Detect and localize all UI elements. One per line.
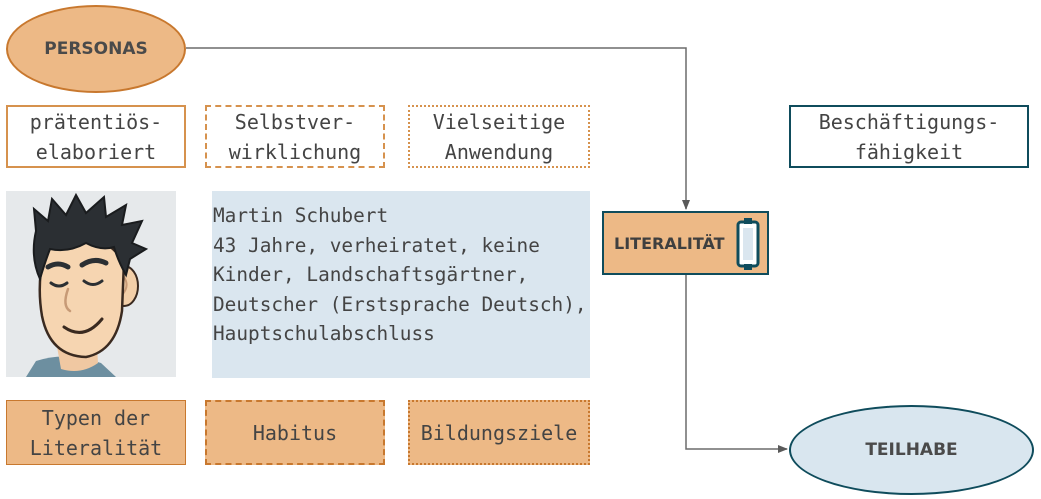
teilhabe-node: TEILHABE [789,405,1034,495]
box-line: prätentiös- [29,109,163,134]
box-label: Habitus [252,420,338,445]
literalitaet-node: LITERALITÄT [602,211,769,275]
personas-node: PERSONAS [6,5,186,93]
persona-detail-line: Deutscher (Erstsprache Deutsch), [213,292,587,316]
box-line: elaboriert [35,139,157,164]
teilhabe-label: TEILHABE [865,440,958,460]
man-face-icon [26,192,149,377]
personas-label: PERSONAS [44,39,148,59]
persona-description: Martin Schubert 43 Jahre, verheiratet, k… [212,191,590,378]
box-line: wirklichung [228,139,362,164]
box-selbstverwirklichung: Selbstver-wirklichung [205,105,385,168]
box-line: Literalität [29,435,163,460]
persona-name: Martin Schubert [213,204,389,227]
gauge-bar-icon [736,218,760,270]
box-bildungsziele: Bildungsziele [408,400,590,465]
arrow-personas-to-literalitaet [186,47,690,210]
box-line: Selbstver- [234,109,356,134]
box-line: Typen der [41,405,151,430]
persona-avatar [6,191,176,377]
box-line: Anwendung [444,139,554,164]
box-label: Bildungsziele [420,420,578,445]
persona-detail-line: Kinder, Landschaftsgärtner, [213,263,529,286]
arrow-literalitaet-to-teilhabe [685,275,788,453]
persona-detail-line: 43 Jahre, verheiratet, keine [213,233,540,257]
persona-detail-line: Hauptschulabschluss [213,322,435,345]
literalitaet-label: LITERALITÄT [614,233,725,253]
box-line: fähigkeit [854,139,964,164]
box-line: Vielseitige [432,109,566,134]
box-line: Beschäftigungs- [818,109,1000,134]
box-praetentioes-elaboriert: prätentiös-elaboriert [6,105,186,168]
box-beschaeftigungsfaehigkeit: Beschäftigungs-fähigkeit [789,105,1029,168]
box-habitus: Habitus [205,400,385,465]
